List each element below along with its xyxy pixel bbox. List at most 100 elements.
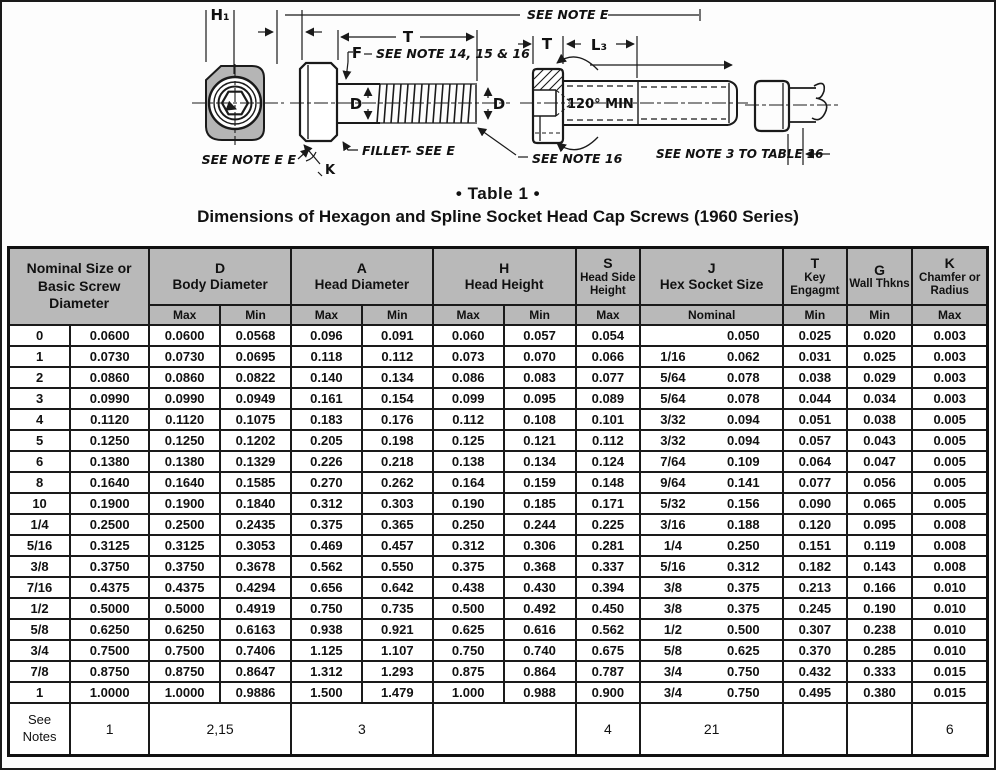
cell-d-max: 0.0600: [148, 324, 222, 347]
cell-a-min: 0.365: [360, 513, 434, 536]
cell-a-min: 1.293: [360, 660, 434, 683]
cell-j-fraction: 3/16: [660, 517, 686, 532]
cell-s-max: 0.112: [574, 429, 642, 452]
cell-a-max: 0.118: [289, 345, 363, 368]
header-chamfer-radius: K Chamfer or Radius: [911, 246, 989, 306]
cell-a-max: 0.562: [289, 555, 363, 578]
cell-g-min: 0.238: [845, 618, 914, 641]
cell-size: 1/4: [7, 513, 72, 536]
cell-t-min: 0.077: [782, 471, 848, 494]
cell-k-max: 0.003: [911, 387, 989, 410]
cell-basic-diameter: 0.0600: [69, 324, 151, 347]
cell-j-fraction: 3/32: [660, 433, 686, 448]
cell-h-min: 0.121: [502, 429, 577, 452]
cell-j-fraction: 5/32: [660, 496, 686, 511]
cell-s-max: 0.101: [574, 408, 642, 431]
cell-d-max: 0.4375: [148, 576, 222, 599]
cell-size: 7/8: [7, 660, 72, 683]
cell-size: 2: [7, 366, 72, 389]
cell-basic-diameter: 0.1900: [69, 492, 151, 515]
cell-h-max: 0.112: [431, 408, 505, 431]
cell-basic-diameter: 0.4375: [69, 576, 151, 599]
cell-d-min: 0.8647: [219, 660, 292, 683]
cell-a-min: 0.218: [360, 450, 434, 473]
see-note-e-label: SEE NOTE E: [527, 7, 609, 22]
cell-t-min: 0.307: [782, 618, 848, 641]
subheader-d-max: Max: [148, 304, 222, 326]
cell-h-min: 0.306: [502, 534, 577, 557]
cell-d-min: 0.4919: [219, 597, 292, 620]
d-left-label: D: [350, 95, 362, 113]
cell-t-min: 0.370: [782, 639, 848, 662]
cell-d-min: 0.6163: [219, 618, 292, 641]
header-letter-t: T: [810, 255, 820, 272]
cell-basic-diameter: 0.2500: [69, 513, 151, 536]
cell-size: 5/16: [7, 534, 72, 557]
cell-d-max: 0.1380: [148, 450, 222, 473]
cell-h-max: 0.099: [431, 387, 505, 410]
cell-size: 0: [7, 324, 72, 347]
subheader-a-min: Min: [360, 304, 434, 326]
subheader-j-nominal: Nominal: [639, 304, 785, 326]
header-name-k: Chamfer or Radius: [919, 271, 981, 297]
cell-j-fraction: [642, 328, 704, 343]
cell-d-max: 0.7500: [148, 639, 222, 662]
cell-a-max: 0.270: [289, 471, 363, 494]
cell-size: 8: [7, 471, 72, 494]
cell-a-min: 0.198: [360, 429, 434, 452]
cell-d-max: 0.1120: [148, 408, 222, 431]
note-nominal: 1: [69, 702, 151, 757]
cell-g-min: 0.143: [845, 555, 914, 578]
cell-h-max: 0.125: [431, 429, 505, 452]
cell-a-max: 0.312: [289, 492, 363, 515]
subheader-k-max: Max: [911, 304, 989, 326]
cell-k-max: 0.008: [911, 513, 989, 536]
cell-d-min: 0.0568: [219, 324, 292, 347]
cell-j-fraction: 3/8: [663, 601, 682, 616]
cell-h-min: 0.159: [502, 471, 577, 494]
cell-a-min: 0.091: [360, 324, 434, 347]
cell-a-max: 0.469: [289, 534, 363, 557]
cell-h-min: 0.108: [502, 408, 577, 431]
table-header: Nominal Size or Basic Screw Diameter D B…: [7, 246, 989, 326]
cell-t-min: 0.213: [782, 576, 848, 599]
cell-h-min: 0.430: [502, 576, 577, 599]
f-note-label: SEE NOTE 14, 15 & 16: [376, 46, 530, 61]
header-head-height: H Head Height: [431, 246, 577, 306]
header-name-a: Head Diameter: [314, 276, 410, 292]
cell-d-max: 0.2500: [148, 513, 222, 536]
subheader-s-max: Max: [574, 304, 642, 326]
cell-d-min: 0.1840: [219, 492, 292, 515]
cell-g-min: 0.038: [845, 408, 914, 431]
cell-g-min: 0.333: [845, 660, 914, 683]
cell-h-min: 0.083: [502, 366, 577, 389]
cell-basic-diameter: 0.0990: [69, 387, 151, 410]
cell-t-min: 0.044: [782, 387, 848, 410]
cell-t-min: 0.031: [782, 345, 848, 368]
cell-j-decimal: 0.050: [727, 328, 760, 343]
cell-t-min: 0.064: [782, 450, 848, 473]
cell-h-min: 0.740: [502, 639, 577, 662]
cell-s-max: 0.148: [574, 471, 642, 494]
cell-s-max: 0.124: [574, 450, 642, 473]
header-body-diameter: D Body Diameter: [148, 246, 292, 306]
cell-s-max: 0.171: [574, 492, 642, 515]
cell-g-min: 0.029: [845, 366, 914, 389]
cell-s-max: 0.394: [574, 576, 642, 599]
see-note-3-label: SEE NOTE 3 TO TABLE 16: [656, 147, 824, 161]
cell-j-decimal: 0.094: [727, 433, 760, 448]
cell-d-min: 0.1585: [219, 471, 292, 494]
subheader-g-min: Min: [845, 304, 914, 326]
cell-g-min: 0.190: [845, 597, 914, 620]
cell-h-min: 0.057: [502, 324, 577, 347]
cell-d-max: 0.3125: [148, 534, 222, 557]
cell-d-min: 0.2435: [219, 513, 292, 536]
cell-d-min: 0.7406: [219, 639, 292, 662]
